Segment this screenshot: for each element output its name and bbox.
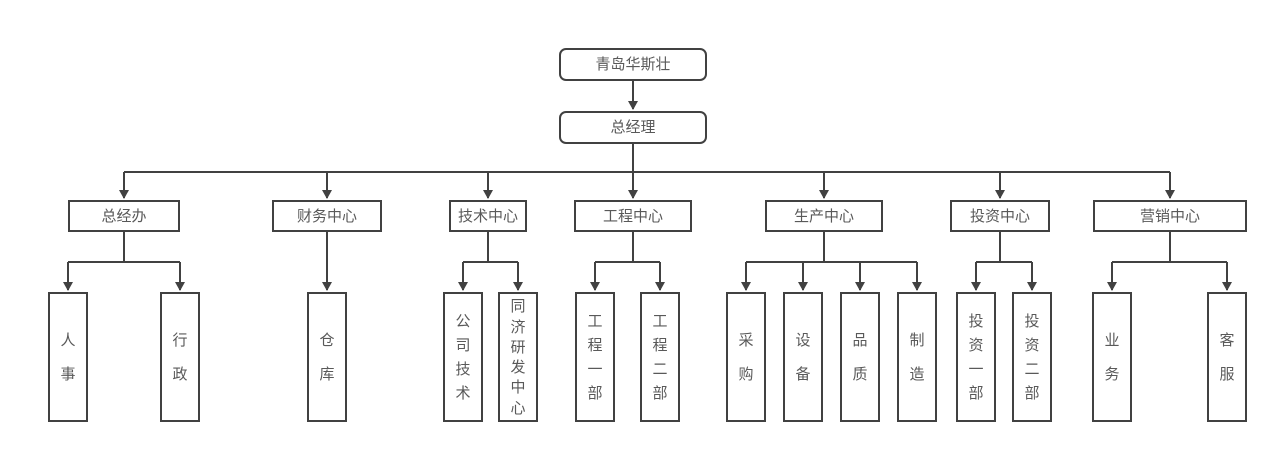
node-engineering-dept-2-label: 工程二部	[652, 312, 668, 402]
node-investment-dept-2-label: 投资二部	[1024, 312, 1040, 402]
node-investment-dept-2: 投资二部	[1012, 292, 1052, 422]
node-dept-investment-center: 投资中心	[950, 200, 1050, 232]
node-dept-finance-center: 财务中心	[272, 200, 382, 232]
node-procurement: 采购	[726, 292, 766, 422]
node-dept-production-center: 生产中心	[765, 200, 883, 232]
node-admin-label: 行政	[172, 330, 188, 384]
node-equipment: 设备	[783, 292, 823, 422]
node-dept-engineering-center: 工程中心	[574, 200, 692, 232]
node-tongji-rd-center: 同济研发中心	[498, 292, 538, 422]
node-general-manager: 总经理	[559, 111, 707, 144]
node-business: 业务	[1092, 292, 1132, 422]
node-dept-marketing-center: 营销中心	[1093, 200, 1247, 232]
node-hr: 人事	[48, 292, 88, 422]
node-warehouse-label: 仓库	[319, 330, 335, 384]
node-dept-gm-office: 总经办	[68, 200, 180, 232]
node-company-tech-label: 公司技术	[455, 312, 471, 402]
node-business-label: 业务	[1104, 330, 1120, 384]
node-company-tech: 公司技术	[443, 292, 483, 422]
node-engineering-dept-2: 工程二部	[640, 292, 680, 422]
node-company: 青岛华斯壮	[559, 48, 707, 81]
node-equipment-label: 设备	[795, 330, 811, 384]
node-investment-dept-1: 投资一部	[956, 292, 996, 422]
node-customer-service-label: 客服	[1219, 330, 1235, 384]
node-engineering-dept-1-label: 工程一部	[587, 312, 603, 402]
node-admin: 行政	[160, 292, 200, 422]
node-investment-dept-1-label: 投资一部	[968, 312, 984, 402]
node-tongji-rd-center-label: 同济研发中心	[510, 297, 526, 417]
node-procurement-label: 采购	[738, 330, 754, 384]
node-manufacturing-label: 制造	[909, 330, 925, 384]
node-quality-label: 品质	[852, 330, 868, 384]
node-hr-label: 人事	[60, 330, 76, 384]
node-quality: 品质	[840, 292, 880, 422]
node-engineering-dept-1: 工程一部	[575, 292, 615, 422]
node-warehouse: 仓库	[307, 292, 347, 422]
node-dept-technology-center: 技术中心	[449, 200, 527, 232]
node-customer-service: 客服	[1207, 292, 1247, 422]
node-manufacturing: 制造	[897, 292, 937, 422]
